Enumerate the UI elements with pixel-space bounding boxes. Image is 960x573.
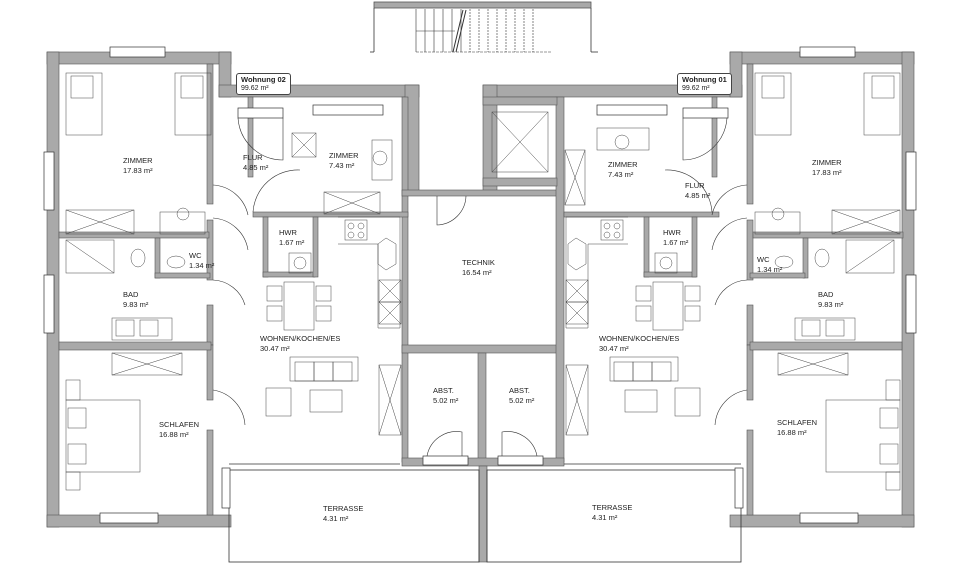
room-label-abst-right: ABST. 5.02 m² [509,386,535,405]
room-label-right-terrasse: TERRASSE 4.31 m² [592,503,633,522]
unit-area: 99.62 m² [682,85,710,92]
room-label-left-terrasse: TERRASSE 4.31 m² [323,504,364,523]
room-label-abst-left: ABST. 5.02 m² [433,386,459,405]
room-label-right-bad: BAD 9.83 m² [818,290,844,309]
room-label-right-wc: WC 1.34 m² [757,255,783,274]
unit-title: Wohnung 02 [241,75,286,84]
walls [46,51,915,563]
furniture [65,72,901,491]
room-label-right-zimmer-large: ZIMMER 17.83 m² [812,158,842,177]
room-label-left-zimmer-small: ZIMMER 7.43 m² [329,151,359,170]
unit-area: 99.62 m² [241,85,269,92]
room-label-left-schlafen: SCHLAFEN 16.88 m² [159,420,200,439]
room-label-right-hwr: HWR 1.67 m² [663,228,689,247]
room-label-right-zimmer-small: ZIMMER 7.43 m² [608,160,638,179]
unit-tag-wohnung-01: Wohnung 01 99.62 m² [677,73,732,95]
room-label-left-hwr: HWR 1.67 m² [279,228,305,247]
staircase [370,1,598,53]
room-label-left-bad: BAD 9.83 m² [123,290,149,309]
room-label-left-zimmer-large: ZIMMER 17.83 m² [123,156,153,175]
room-label-left-wc: WC 1.34 m² [189,251,215,270]
windows [43,46,917,524]
doors [212,117,748,457]
room-label-right-wohnen: WOHNEN/KOCHEN/ES 30.47 m² [599,334,680,353]
room-label-left-flur: FLUR 4.85 m² [243,153,269,172]
unit-tag-wohnung-02: Wohnung 02 99.62 m² [236,73,291,95]
room-label-right-flur: FLUR 4.85 m² [685,181,711,200]
room-label-left-wohnen: WOHNEN/KOCHEN/ES 30.47 m² [260,334,341,353]
room-label-technik: TECHNIK 16.54 m² [462,258,495,277]
terraces [228,463,742,563]
room-label-right-schlafen: SCHLAFEN 16.88 m² [777,418,818,437]
unit-title: Wohnung 01 [682,75,727,84]
